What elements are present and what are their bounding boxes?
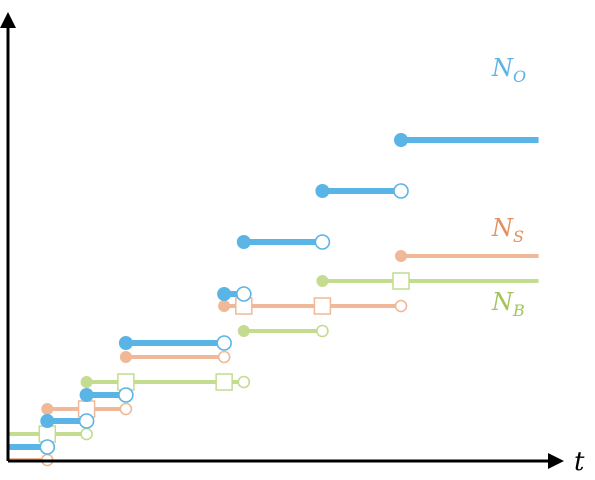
- N_S-open-dot: [394, 299, 408, 313]
- N_O-closed-dot: [394, 133, 408, 147]
- N_S-open-dot: [217, 350, 231, 364]
- N_B-open-dot: [316, 324, 329, 338]
- y-axis-arrowhead: [0, 12, 16, 28]
- label-N-O: NO: [491, 54, 526, 86]
- N_B-closed-dot: [80, 376, 93, 388]
- N_B-open-dot: [80, 427, 93, 441]
- N_O-closed-dot: [315, 184, 330, 198]
- x-axis-arrowhead: [548, 453, 564, 469]
- label-N-S: NS: [491, 214, 524, 246]
- N_O-closed-dot: [79, 388, 94, 402]
- N_S-open-dot: [119, 402, 133, 416]
- N_S-closed-dot: [218, 300, 231, 312]
- N_B-closed-dot: [237, 325, 250, 337]
- series-layer: [8, 133, 539, 467]
- N_B-open-dot: [237, 375, 251, 389]
- N_O-open-dot: [118, 387, 134, 403]
- N_O-open-dot: [39, 439, 56, 455]
- N_S-closed-dot: [395, 250, 407, 262]
- N_B-jump-marker: [215, 373, 233, 391]
- t-axis-label: t: [574, 447, 585, 477]
- N_O-open-dot: [78, 413, 95, 429]
- N_S-closed-dot: [119, 351, 132, 363]
- N_O-closed-dot: [40, 414, 55, 428]
- N_B-closed-dot: [316, 275, 329, 287]
- axes: [0, 12, 564, 469]
- N_O-open-dot: [236, 286, 252, 302]
- N_O-closed-dot: [236, 235, 251, 249]
- N_O-open-dot: [216, 335, 232, 351]
- N_S-closed-dot: [41, 403, 54, 415]
- N_O-open-dot: [314, 234, 331, 250]
- N_S-jump-marker: [313, 297, 332, 315]
- N_O-closed-dot: [118, 336, 133, 350]
- N_B-jump-marker: [392, 272, 410, 290]
- N_O-open-dot: [393, 183, 409, 199]
- N_O-closed-dot: [217, 287, 232, 301]
- label-N-B: NB: [491, 288, 525, 320]
